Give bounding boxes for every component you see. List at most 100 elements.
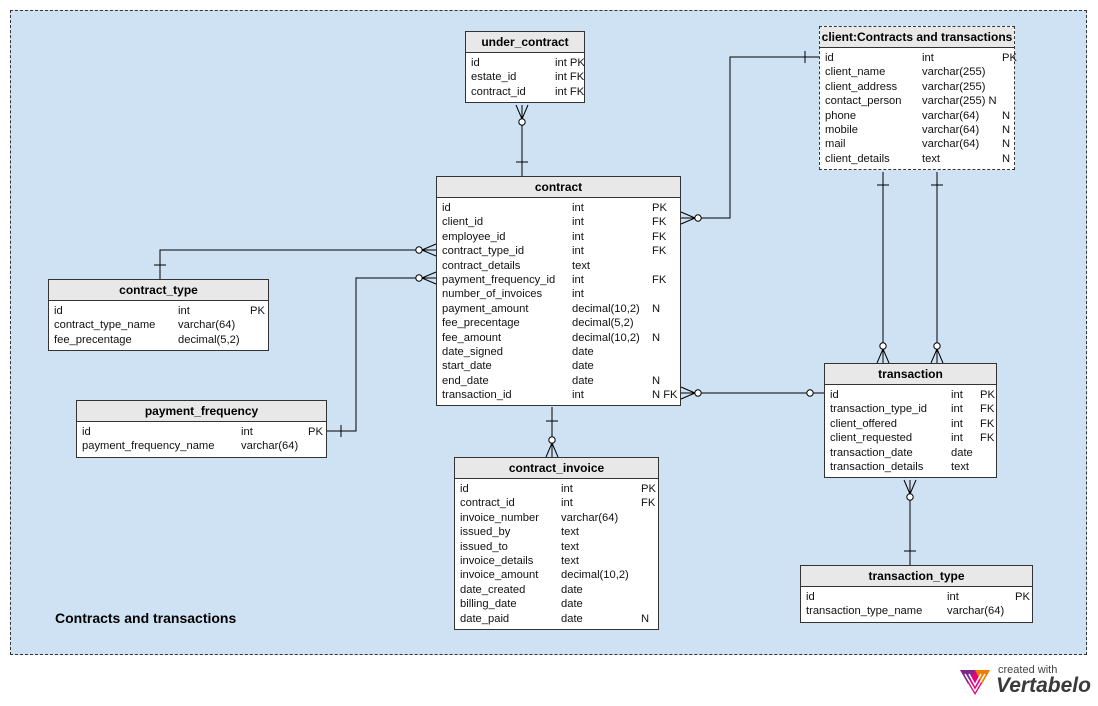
column-name: client_id <box>442 216 484 229</box>
column-type: int <box>572 245 584 258</box>
column-type: date <box>951 446 973 459</box>
column-flags: FK <box>652 230 667 243</box>
relationship-contract-type-to-contract[interactable] <box>154 243 437 279</box>
table-title: under_contract <box>466 32 584 53</box>
column-type: int <box>572 389 584 402</box>
relationship-transaction-to-contract[interactable] <box>680 386 824 400</box>
column-name: mail <box>825 138 846 151</box>
column-name: client_address <box>825 80 898 93</box>
column-type: int <box>951 417 963 430</box>
column-flags: PK <box>250 305 265 317</box>
relationship-client-to-transaction[interactable] <box>876 172 890 364</box>
column-name: end_date <box>442 374 489 387</box>
column-row[interactable]: client_address varchar(255) <box>825 80 1010 94</box>
column-name: client_offered <box>830 417 897 430</box>
column-type: int FK <box>555 71 585 84</box>
vertabelo-brand[interactable]: created with Vertabelo <box>958 664 1091 700</box>
table-title: transaction_type <box>801 566 1032 587</box>
column-name: invoice_details <box>460 554 534 567</box>
column-flags: FK <box>980 432 995 445</box>
column-name: employee_id <box>442 230 506 243</box>
column-type: date <box>572 360 594 373</box>
column-flags: N <box>1002 152 1011 165</box>
relationship-transaction-type-to-transaction[interactable] <box>903 479 917 565</box>
column-type: int <box>572 288 584 301</box>
column-flags: FK <box>652 216 667 229</box>
column-name: contact_person <box>825 95 902 108</box>
column-name: issued_by <box>460 526 511 539</box>
relationship-client-to-transaction[interactable] <box>930 172 944 364</box>
relationship-contract-to-under-contract[interactable] <box>515 104 529 176</box>
relationship-payment-frequency-to-contract[interactable] <box>327 271 437 437</box>
relationship-client-to-contract[interactable] <box>680 51 819 225</box>
column-name: payment_frequency_id <box>442 273 556 286</box>
column-flags: N <box>641 612 650 625</box>
column-type: int <box>922 52 934 64</box>
column-name: transaction_details <box>830 460 924 473</box>
column-type: varchar(64) <box>947 605 1005 618</box>
column-name: id <box>471 57 480 69</box>
column-row[interactable]: transaction_details text <box>830 460 992 474</box>
relationship-contract-to-contract-invoice[interactable] <box>545 407 559 458</box>
column-type: varchar(255) <box>922 80 986 93</box>
column-type: text <box>951 460 970 473</box>
